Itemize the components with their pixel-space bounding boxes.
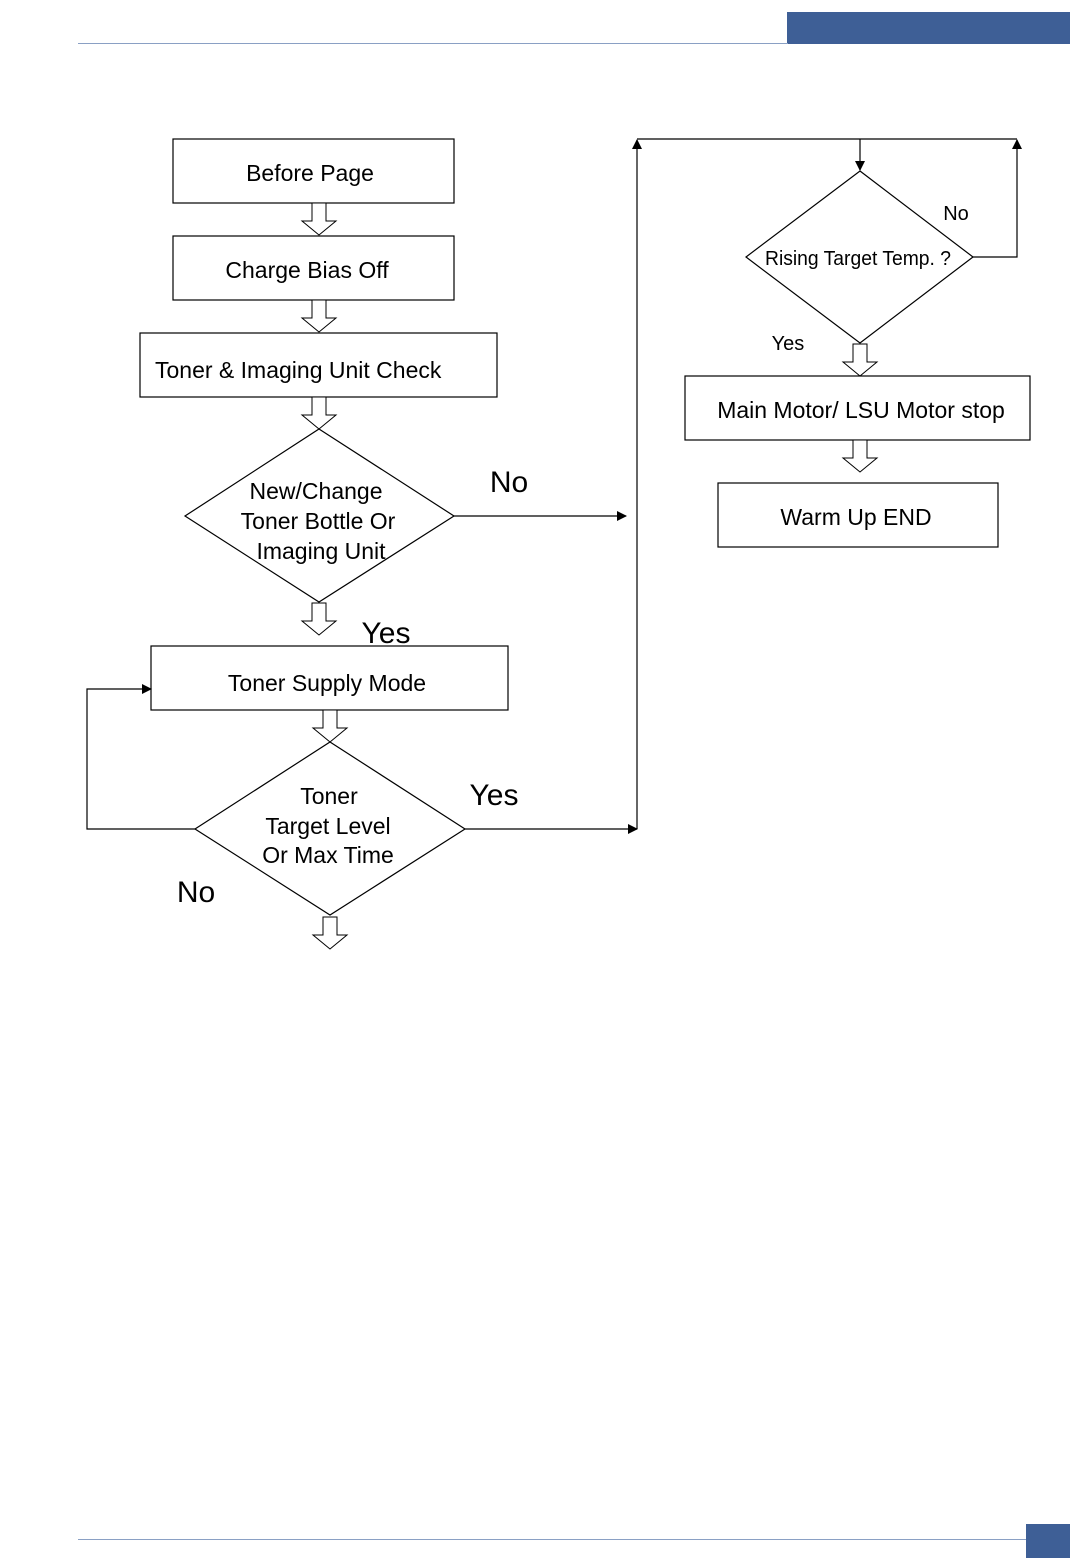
label-new-change-yes: Yes [362, 617, 411, 650]
flow-arrow-3 [301, 396, 337, 430]
decision-rising-target-temp: Rising Target Temp. ? [745, 170, 974, 344]
decision-toner-target-line-1: Toner [300, 783, 358, 809]
flow-arrow-7 [842, 343, 878, 377]
decision-new-change-line-2: Toner Bottle Or [241, 508, 396, 534]
connector-toner-target-no-loop [86, 684, 195, 830]
connector-rising-temp-no-loop [973, 139, 1022, 258]
node-toner-imaging-check-label: Toner & Imaging Unit Check [155, 357, 442, 383]
decision-new-change: New/Change Toner Bottle Or Imaging Unit [183, 428, 456, 603]
flow-arrow-6 [312, 916, 348, 950]
node-toner-supply-mode: Toner Supply Mode [150, 645, 509, 711]
node-charge-bias-off-label: Charge Bias Off [225, 257, 389, 283]
flow-arrow-2 [301, 299, 337, 333]
node-warm-up-end: Warm Up END [717, 482, 999, 548]
decision-toner-target-line-3: Or Max Time [262, 842, 394, 868]
label-rising-temp-yes: Yes [772, 333, 805, 355]
node-before-page-label: Before Page [246, 160, 374, 186]
node-before-page: Before Page [172, 138, 455, 204]
header-accent-bar [787, 12, 1070, 44]
decision-new-change-line-3: Imaging Unit [256, 538, 386, 564]
label-rising-temp-no: No [943, 203, 969, 225]
label-new-change-no: No [490, 466, 528, 499]
footer-page-box [1026, 1524, 1070, 1558]
node-main-motor-stop: Main Motor/ LSU Motor stop [684, 375, 1031, 441]
decision-new-change-line-1: New/Change [250, 478, 383, 504]
flow-arrow-1 [301, 202, 337, 236]
node-main-motor-stop-label: Main Motor/ LSU Motor stop [717, 397, 1005, 423]
node-warm-up-end-label: Warm Up END [780, 504, 931, 530]
node-toner-supply-mode-label: Toner Supply Mode [228, 670, 426, 696]
flow-arrow-8 [842, 439, 878, 473]
label-toner-target-no: No [177, 876, 215, 909]
node-charge-bias-off: Charge Bias Off [172, 235, 455, 301]
flow-arrow-5 [312, 709, 348, 743]
flow-arrow-4 [301, 602, 337, 636]
header-rule [78, 43, 788, 44]
node-toner-imaging-check: Toner & Imaging Unit Check [139, 332, 498, 398]
decision-rising-target-temp-label: Rising Target Temp. ? [765, 248, 951, 270]
decision-toner-target-line-2: Target Level [265, 813, 390, 839]
footer-rule [78, 1539, 1026, 1540]
decision-toner-target: Toner Target Level Or Max Time [193, 741, 467, 916]
label-toner-target-yes: Yes [470, 779, 519, 812]
